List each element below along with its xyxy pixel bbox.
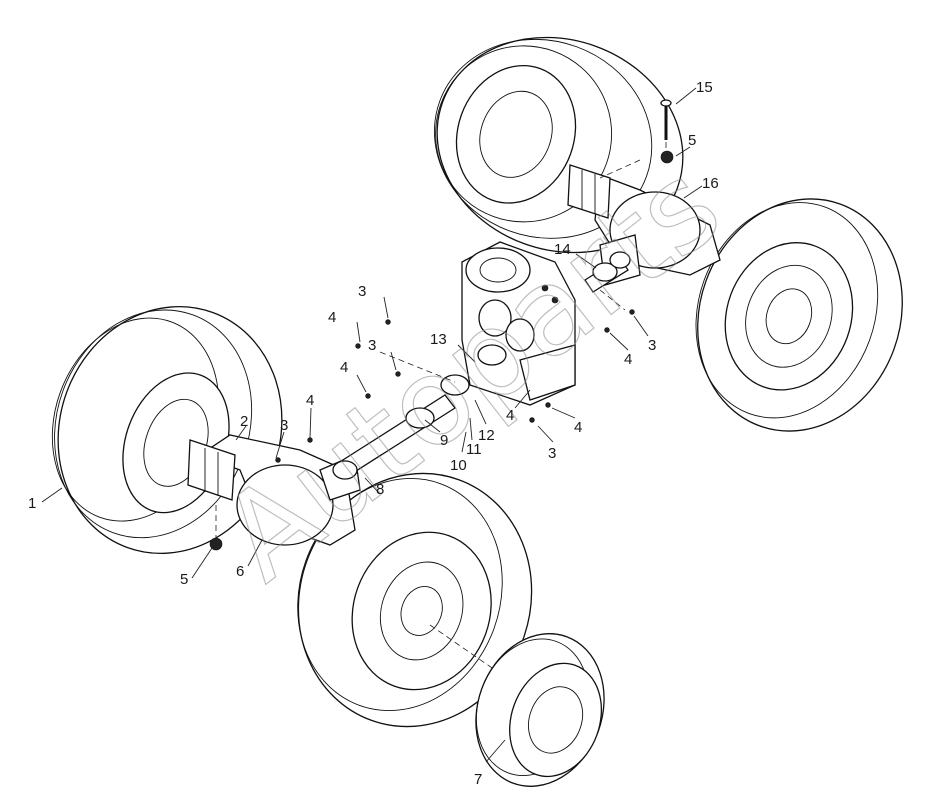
fastener-pin xyxy=(629,309,635,315)
callout-10: 10 xyxy=(450,457,467,474)
callout-4: 4 xyxy=(574,419,582,436)
callout-3: 3 xyxy=(280,417,288,434)
callout-5: 5 xyxy=(688,132,696,149)
callout-3: 3 xyxy=(358,283,366,300)
callout-4: 4 xyxy=(306,392,314,409)
fastener-pin xyxy=(275,457,281,463)
fastener-pin xyxy=(395,371,401,377)
assembly-axis-line xyxy=(599,289,626,311)
callout-3: 3 xyxy=(548,445,556,462)
fastener-pin xyxy=(529,417,535,423)
callout-7: 7 xyxy=(474,771,482,788)
callout-4: 4 xyxy=(624,351,632,368)
callout-15: 15 xyxy=(696,79,713,96)
callout-3: 3 xyxy=(368,337,376,354)
callout-16: 16 xyxy=(702,175,719,192)
callout-2: 2 xyxy=(240,413,248,430)
callout-11: 11 xyxy=(466,441,482,458)
assembly-axis-line xyxy=(599,142,667,179)
drive-shaft-rear xyxy=(584,251,631,293)
callout-14: 14 xyxy=(554,241,571,258)
fastener-pin xyxy=(365,393,371,399)
callout-1: 1 xyxy=(28,495,36,512)
nut-5-upper xyxy=(660,150,674,164)
callout-4: 4 xyxy=(506,407,514,424)
left-axle-housing xyxy=(187,434,361,546)
bolt-15 xyxy=(660,99,672,140)
callout-3: 3 xyxy=(648,337,656,354)
callout-6: 6 xyxy=(236,563,244,580)
fastener-pin xyxy=(355,343,361,349)
tire-lower-right xyxy=(297,472,533,728)
callout-4: 4 xyxy=(328,309,336,326)
callout-8: 8 xyxy=(376,481,384,498)
callout-12: 12 xyxy=(478,427,495,444)
callout-9: 9 xyxy=(440,432,448,449)
callout-4: 4 xyxy=(340,359,348,376)
wheel-rim xyxy=(475,633,605,787)
fastener-pin xyxy=(385,319,391,325)
callout-labels: 1 2 3 3 3 3 3 4 4 4 4 4 4 5 5 6 7 8 9 10… xyxy=(28,79,719,788)
drive-shaft-front xyxy=(332,344,507,480)
leader-lines xyxy=(41,87,703,763)
callout-13: 13 xyxy=(430,331,447,348)
assembly-axis-line xyxy=(429,624,496,671)
fastener-pin xyxy=(545,402,551,408)
callout-5: 5 xyxy=(180,571,188,588)
tire-right xyxy=(695,198,903,432)
fastener-pin xyxy=(604,327,610,333)
